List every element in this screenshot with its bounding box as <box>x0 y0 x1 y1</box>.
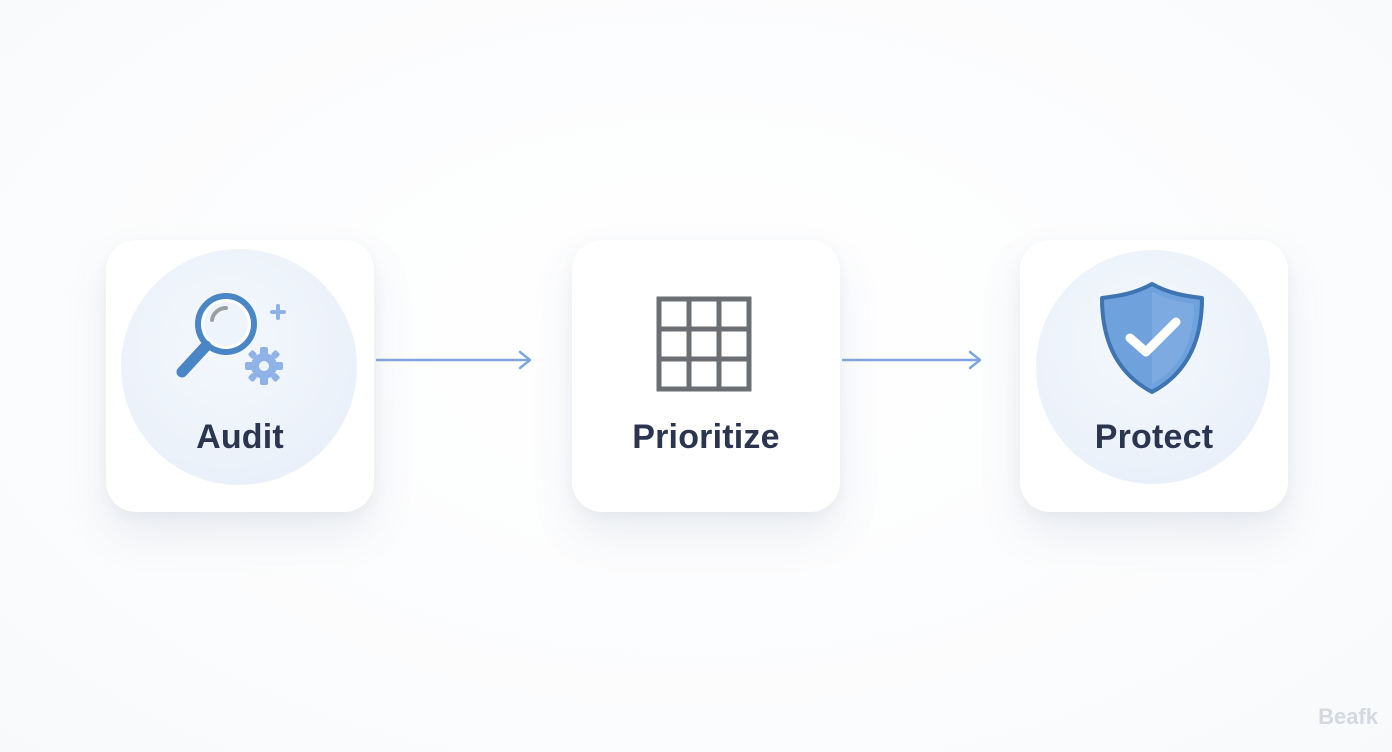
magnifier-gear-icon <box>176 293 286 385</box>
arrow-right-icon <box>376 350 532 370</box>
watermark: Beafk <box>1318 704 1378 729</box>
arrow-right-icon <box>842 350 982 370</box>
step-card-audit: Audit <box>106 240 374 512</box>
step-circle-audit <box>121 249 357 485</box>
step-label-audit: Audit <box>196 418 284 456</box>
step-label-prioritize: Prioritize <box>632 418 780 456</box>
step-label-protect: Protect <box>1094 418 1214 456</box>
grid-icon <box>656 296 752 392</box>
step-card-protect: Protect <box>1020 240 1288 512</box>
step-card-prioritize: Prioritize <box>572 240 840 512</box>
shield-check-icon <box>1100 282 1204 394</box>
